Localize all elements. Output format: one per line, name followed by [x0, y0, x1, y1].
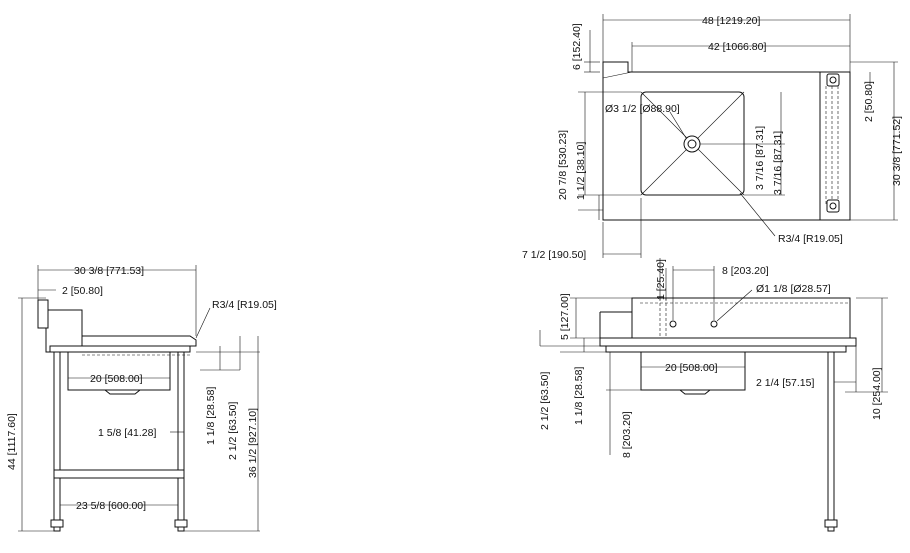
front-bowl	[640, 352, 746, 391]
side-dim-backsplash: 2 [50.80]	[62, 285, 103, 297]
top-dim-drain-offset-x: 3 7/16 [87.31]	[754, 126, 766, 190]
top-dim-bowl-radius: R3/4 [R19.05]	[778, 233, 843, 245]
top-drainboard	[819, 71, 851, 221]
front-view: 1 [25.40] 8 [203.20] Ø1 1/8 [Ø28.57] 5 […	[539, 258, 888, 532]
side-dim-overall-height: 44 [1117.60]	[6, 413, 18, 470]
side-dim-leg-inset: 1 5/8 [41.28]	[98, 427, 156, 439]
top-dim-drainboard-length: 42 [1066.80]	[708, 41, 766, 53]
front-dim-leg-offset: 2 1/4 [57.15]	[756, 377, 814, 389]
side-countertop	[82, 335, 197, 347]
top-drain	[683, 135, 701, 153]
side-dim-leg-spacing: 23 5/8 [600.00]	[76, 500, 146, 512]
side-dim-bowl-offset: 2 1/2 [63.50]	[227, 402, 239, 460]
side-dim-work-height: 36 1/2 [927.10]	[247, 408, 259, 478]
side-bowl	[67, 352, 171, 391]
top-outline	[602, 61, 851, 221]
side-view: 30 3/8 [771.53] 2 [50.80] R3/4 [R19.05] …	[6, 265, 277, 532]
side-backsplash-flange	[37, 299, 49, 329]
front-dim-bowl-depth: 10 [254.00]	[871, 367, 883, 420]
side-dim-edge-drop: 1 1/8 [28.58]	[205, 387, 217, 445]
side-crossbar	[53, 469, 185, 479]
front-dim-bowl-base: 8 [203.20]	[621, 411, 633, 458]
top-dim-bowl-depth: 20 7/8 [530.23]	[557, 130, 569, 200]
front-faucet-hole-right	[710, 320, 718, 328]
side-dim-radius: R3/4 [R19.05]	[212, 299, 277, 311]
top-dim-drain-diameter: Ø3 1/2 [Ø88.90]	[605, 103, 680, 115]
front-dim-bowl-width: 20 [508.00]	[665, 362, 718, 374]
front-dim-splash-height: 5 [127.00]	[559, 293, 571, 340]
top-dim-backsplash-height: 6 [152.40]	[571, 23, 583, 70]
front-dim-faucet-hole: Ø1 1/8 [Ø28.57]	[756, 283, 831, 295]
front-dim-faucet-spacing: 8 [203.20]	[722, 265, 769, 277]
top-dim-front-inset: 1 1/2 [38.10]	[575, 142, 587, 200]
top-dim-bowl-offset-left: 7 1/2 [190.50]	[522, 249, 586, 261]
front-dim-rim-offset: 2 1/2 [63.50]	[539, 372, 551, 430]
side-backsplash	[45, 309, 83, 353]
top-dim-overall-length: 48 [1219.20]	[702, 15, 760, 27]
front-dim-rim-drop: 1 1/8 [28.58]	[573, 367, 585, 425]
side-dim-bowl-width: 20 [508.00]	[90, 373, 143, 385]
front-faucet-hole-left	[669, 320, 677, 328]
front-dim-splash-thickness: 1 [25.40]	[655, 259, 667, 300]
side-dim-overall-depth: 30 3/8 [771.53]	[74, 265, 144, 277]
top-dim-overall-depth: 30 3/8 [771.52]	[891, 116, 903, 186]
top-bowl	[640, 91, 745, 196]
top-dim-drain-offset-y: 3 7/16 [87.31]	[772, 131, 784, 195]
front-backsplash	[631, 297, 851, 339]
top-dim-right-margin: 2 [50.80]	[863, 81, 875, 122]
top-view: 48 [1219.20] 42 [1066.80] 6 [152.40] Ø3 …	[522, 14, 903, 261]
